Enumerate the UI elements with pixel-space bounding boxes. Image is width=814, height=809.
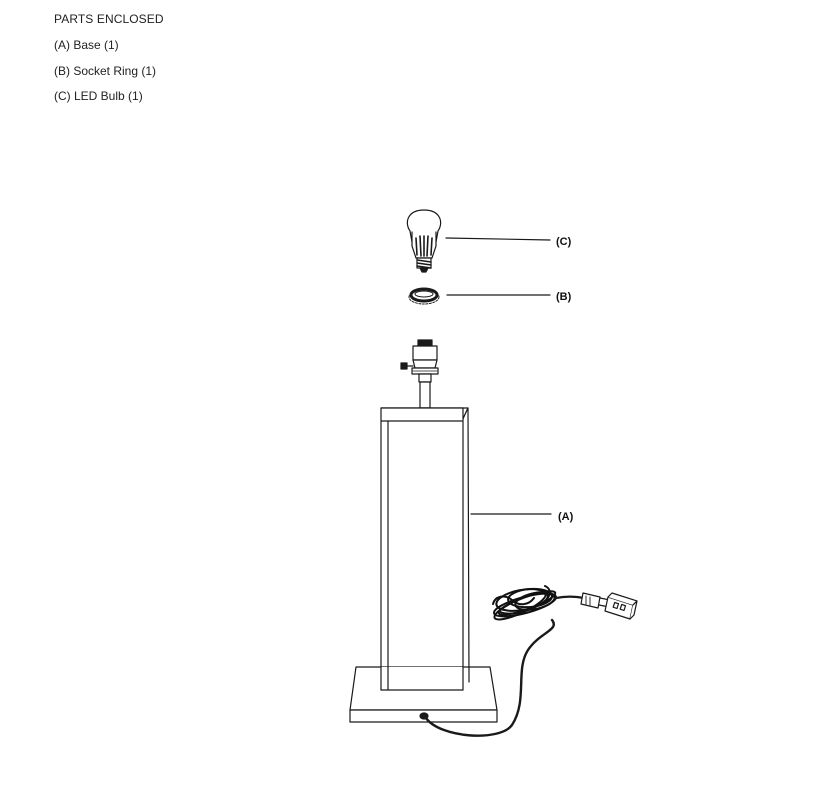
callout-line-bulb: [445, 237, 551, 241]
lamp-base-illustration: [349, 407, 498, 723]
parts-heading: PARTS ENCLOSED: [54, 12, 164, 26]
part-item-socket-ring: (B) Socket Ring (1): [54, 63, 157, 78]
parts-enclosed-list: PARTS ENCLOSED (A) Base (1) (B) Socket R…: [54, 11, 164, 114]
power-cord-illustration: [424, 585, 638, 737]
led-bulb-illustration: [406, 209, 442, 273]
callout-label-bulb: (C): [556, 236, 572, 248]
socket-ring-illustration: [408, 287, 440, 305]
part-item-base: (A) Base (1): [54, 38, 119, 52]
lamp-socket-illustration: [400, 339, 439, 409]
part-item-led-bulb: (C) LED Bulb (1): [54, 89, 143, 103]
callout-label-base: (A): [558, 511, 574, 523]
callout-label-ring: (B): [556, 291, 572, 303]
